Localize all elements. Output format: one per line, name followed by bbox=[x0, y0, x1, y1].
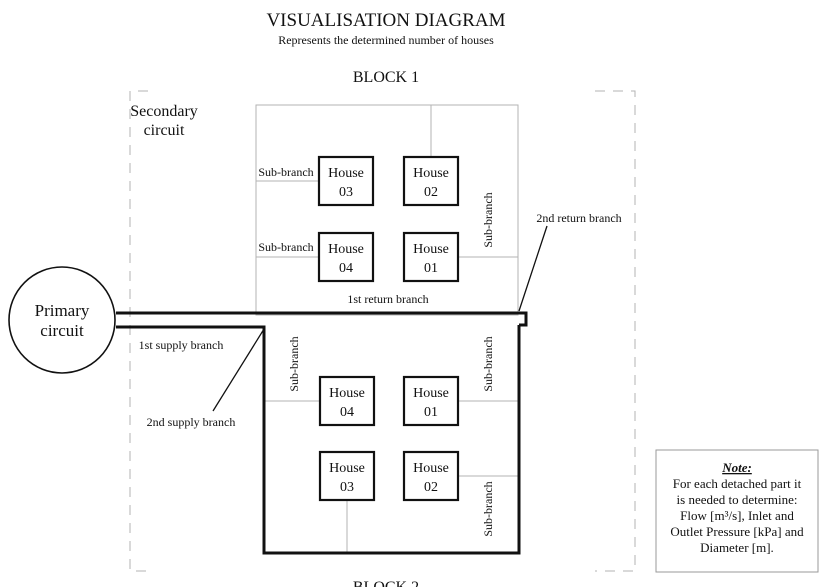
house-label: House bbox=[328, 166, 364, 181]
house-label: House bbox=[413, 166, 449, 181]
note-line: is needed to determine: bbox=[677, 492, 798, 507]
note-line: Flow [m³/s], Inlet and bbox=[680, 508, 794, 523]
house-label: House bbox=[329, 386, 365, 401]
house-number: 02 bbox=[424, 185, 438, 200]
block2-network bbox=[264, 400, 519, 553]
house-block1-03: House 03 bbox=[317, 155, 375, 207]
primary-pipework bbox=[116, 311, 528, 555]
sub-branch-label: Sub-branch bbox=[287, 336, 301, 391]
second-return-leader bbox=[518, 225, 548, 312]
house-label: House bbox=[329, 461, 365, 476]
return-pipe bbox=[116, 311, 528, 327]
house-label: House bbox=[413, 242, 449, 257]
sub-branch-label: Sub-branch bbox=[481, 192, 495, 247]
house-label: House bbox=[413, 386, 449, 401]
diagram-title: VISUALISATION DIAGRAM bbox=[266, 10, 505, 31]
house-block2-03: House 03 bbox=[318, 450, 376, 502]
diagram-subtitle: Represents the determined number of hous… bbox=[278, 33, 494, 47]
house-block2-01: House 01 bbox=[402, 375, 460, 427]
house-label: House bbox=[328, 242, 364, 257]
sub-branch-label: Sub-branch bbox=[258, 240, 313, 254]
primary-circuit-label: Primary bbox=[35, 301, 90, 320]
house-number: 02 bbox=[424, 480, 438, 495]
house-number: 01 bbox=[424, 405, 438, 420]
house-number: 03 bbox=[339, 185, 353, 200]
secondary-circuit-boundary bbox=[129, 90, 636, 572]
note-line: For each detached part it bbox=[673, 476, 802, 491]
sub-branch-label: Sub-branch bbox=[258, 165, 313, 179]
house-label: House bbox=[413, 461, 449, 476]
house-number: 04 bbox=[339, 261, 353, 276]
sub-branch-label: Sub-branch bbox=[481, 336, 495, 391]
primary-circuit-node bbox=[8, 266, 116, 374]
house-block1-02: House 02 bbox=[402, 155, 460, 207]
second-supply-leader bbox=[212, 328, 265, 412]
second-return-branch-label: 2nd return branch bbox=[536, 211, 621, 225]
house-number: 03 bbox=[340, 480, 354, 495]
first-return-branch-label: 1st return branch bbox=[347, 292, 428, 306]
note-heading: Note: bbox=[721, 460, 752, 475]
first-supply-branch-label: 1st supply branch bbox=[139, 338, 224, 352]
supply-pipe bbox=[116, 325, 521, 555]
block1-label: BLOCK 1 bbox=[353, 69, 419, 86]
house-block1-01: House 01 bbox=[402, 231, 460, 283]
sub-branch-label: Sub-branch bbox=[481, 481, 495, 536]
house-number: 04 bbox=[340, 405, 354, 420]
note-box: Note: For each detached part it is neede… bbox=[655, 449, 819, 573]
house-block1-04: House 04 bbox=[317, 231, 375, 283]
block2-label: BLOCK 2 bbox=[353, 579, 419, 587]
primary-circuit-label-line2: circuit bbox=[40, 321, 84, 340]
secondary-circuit-label-line2: circuit bbox=[144, 122, 185, 139]
second-supply-branch-label: 2nd supply branch bbox=[147, 415, 236, 429]
block1-network bbox=[255, 104, 519, 316]
house-block2-04: House 04 bbox=[318, 375, 376, 427]
house-block2-02: House 02 bbox=[402, 450, 460, 502]
house-number: 01 bbox=[424, 261, 438, 276]
note-line: Outlet Pressure [kPa] and bbox=[670, 524, 804, 539]
secondary-circuit-label: Secondary bbox=[130, 103, 198, 120]
note-line: Diameter [m]. bbox=[700, 540, 774, 555]
